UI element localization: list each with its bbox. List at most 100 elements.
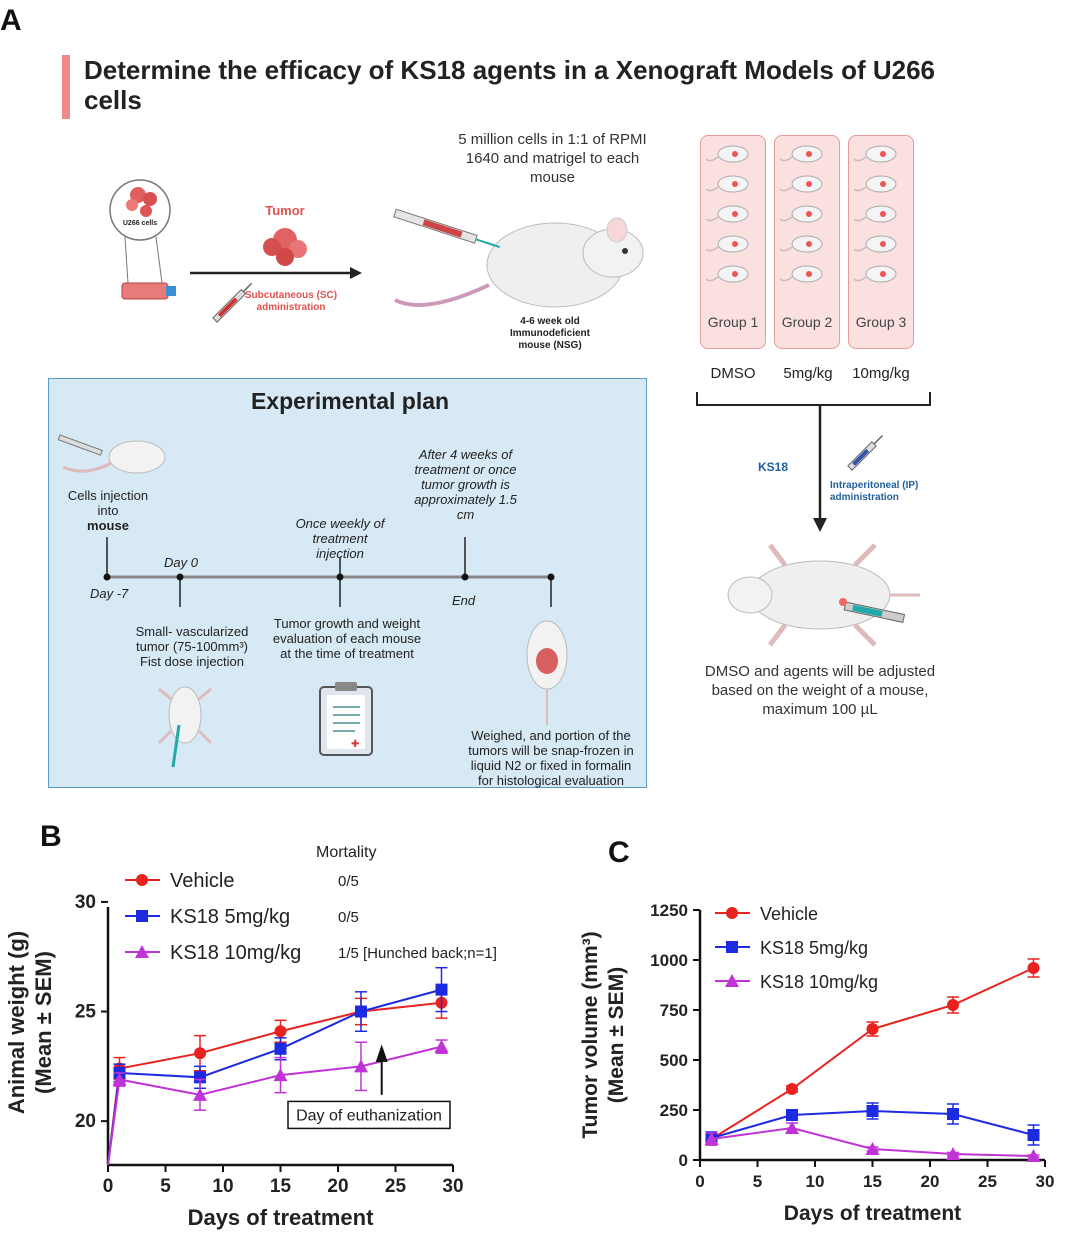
clipboard-icon: ✚ [319,682,373,756]
mouse-note: 4-6 week old Immunodeficient mouse (NSG) [509,316,590,351]
data-point-triangle [112,1072,127,1086]
y-tick-label: 1250 [650,901,688,920]
data-point-triangle [273,1068,288,1082]
mouse-tail [779,156,793,162]
tumor-dot [806,181,812,187]
group-2-label: Group 2 [781,314,833,330]
annotation-box [287,1100,451,1130]
mouse-tail [853,246,867,252]
mouse-tail [705,246,719,252]
x-tick-label: 0 [695,1172,704,1191]
legend-label: Vehicle [760,904,818,924]
group-mice-icons [705,145,897,283]
x-axis-label: Days of treatment [784,1202,961,1225]
syringe-icon [212,282,253,323]
mouse-tail [779,216,793,222]
data-point-square [726,941,738,953]
series-line [107,1045,442,1166]
tumor-dot [806,271,812,277]
data-point-circle [274,1025,287,1038]
y-tick-label: 25 [75,1002,97,1023]
panel-label-a: A [0,4,22,37]
syringe-icon [847,434,884,471]
panel-label-c: C [608,836,630,869]
ip-admin-label: Intraperitoneal (IP) administration [830,480,919,503]
treated-mouse-illustration [727,543,920,647]
x-tick-label: 25 [978,1172,997,1191]
series-line [107,1001,442,1166]
experimental-timeline: ✚ [57,434,568,768]
x-tick-label: 10 [806,1172,825,1191]
tumor-dot [806,241,812,247]
y-tick-label: 500 [660,1051,688,1070]
x-tick-label: 15 [270,1176,292,1197]
tumor-dot [732,241,738,247]
data-point-circle [947,999,959,1011]
data-point-triangle [354,1059,368,1073]
x-axis-label: Days of treatment [188,1205,375,1230]
weekly-label: Once weekly of treatment injection [295,516,385,561]
x-tick-label: 20 [921,1172,940,1191]
x-tick-label: 20 [327,1176,348,1197]
figure-title: Determine the efficacy of KS18 agents in… [84,55,936,115]
injection-note: 5 million cells in 1:1 of RPMI 1640 and … [458,131,647,186]
x-tick-label: 10 [212,1176,233,1197]
data-point-circle [1027,962,1040,974]
y-axis-label: (Mean ± SEM) [31,951,56,1094]
annotation-text: Day of euthanization [296,1107,442,1124]
tumor-dot [732,211,738,217]
cells-injection-bold: mouse [87,518,129,533]
syringe-icon [393,208,500,248]
x-tick-label: 30 [1036,1172,1055,1191]
x-tick-label: 5 [160,1176,171,1197]
data-point-triangle [865,1142,880,1155]
mortality-header: Mortality [316,844,376,861]
mouse-tail [853,216,867,222]
mortality-value: 0/5 [338,873,359,890]
data-point-square [136,910,148,922]
data-point-triangle [1026,1149,1041,1162]
group-3-label: Group 3 [855,314,907,330]
data-point-circle [866,1023,879,1035]
cells-label: U266 cells [122,220,158,227]
data-point-circle [726,907,738,919]
day-minus7-label: Day -7 [90,586,129,601]
data-point-triangle [725,974,739,987]
legend-label: KS18 5mg/kg [170,906,290,928]
annotation-arrowhead [375,1044,388,1062]
data-point-square [194,1071,206,1084]
tumor-dot [732,151,738,157]
injected-mouse-illustration [393,208,644,308]
y-tick-label: 30 [75,892,96,913]
data-point-square [786,1109,798,1121]
data-point-square [274,1042,287,1055]
group-3-dose: 10mg/kg [852,365,910,382]
tumor-dot [880,271,886,277]
legend-label: KS18 10mg/kg [170,942,301,964]
tumor-dot [880,151,886,157]
legend-label: Vehicle [170,870,235,892]
x-tick-label: 15 [863,1172,882,1191]
y-axis-label: (Mean ± SEM) [605,967,628,1103]
tumor-dot [806,211,812,217]
title-accent-bar [62,55,70,119]
data-point-triangle [946,1147,960,1160]
plan-title: Experimental plan [250,388,450,414]
data-point-square [947,1108,959,1120]
mouse-tail [853,276,867,282]
tumor-dot [732,181,738,187]
mouse-tail [779,276,793,282]
growth-eval-label: Tumor growth and weight evaluation of ea… [272,616,422,661]
data-point-triangle [704,1132,719,1145]
legend-label: KS18 10mg/kg [760,972,878,992]
data-point-triangle [434,1039,449,1053]
y-axis-label: Animal weight (g) [4,931,29,1114]
mortality-value: 1/5 [Hunched back;n=1] [338,945,497,962]
group-1-label: Group 1 [707,314,759,330]
data-point-circle [786,1083,798,1095]
tumor-icon [263,228,307,266]
x-tick-label: 25 [385,1176,407,1197]
sc-admin-label: Subcutaneous (SC) administration [244,290,338,313]
